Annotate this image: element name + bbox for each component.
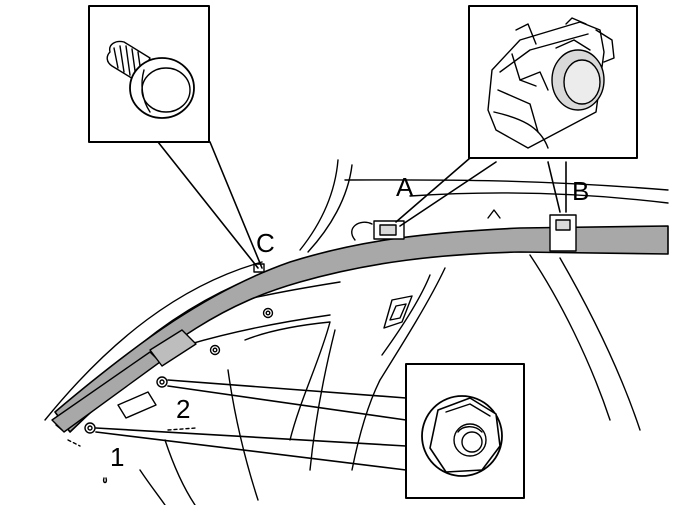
flange-nut-icon bbox=[421, 395, 503, 477]
vehicle-body-outline bbox=[44, 159, 669, 506]
label-c: C bbox=[256, 228, 275, 258]
inset-clip-a bbox=[468, 5, 638, 159]
clip-a-mount bbox=[373, 220, 405, 240]
curtain-airbag bbox=[51, 225, 669, 433]
inset-nut bbox=[405, 363, 525, 499]
clip-b-mount bbox=[549, 214, 577, 252]
push-pin-clip-icon bbox=[106, 40, 195, 119]
label-a: A bbox=[396, 172, 414, 202]
leader-lines bbox=[95, 141, 567, 471]
label-b: B bbox=[572, 176, 589, 206]
airbag-mounts bbox=[84, 214, 577, 434]
nut-2-position bbox=[156, 376, 168, 388]
nut-upper-b bbox=[262, 307, 274, 319]
nut-upper-a bbox=[209, 344, 221, 356]
clip-c-mount bbox=[253, 263, 265, 273]
label-1: 1 bbox=[110, 442, 124, 472]
callout-labels: A B C 2 1 bbox=[110, 172, 589, 472]
airbag-clip-icon bbox=[487, 17, 615, 149]
label-2: 2 bbox=[176, 394, 190, 424]
inset-clip-c bbox=[88, 5, 210, 143]
nut-1-position bbox=[84, 422, 96, 434]
